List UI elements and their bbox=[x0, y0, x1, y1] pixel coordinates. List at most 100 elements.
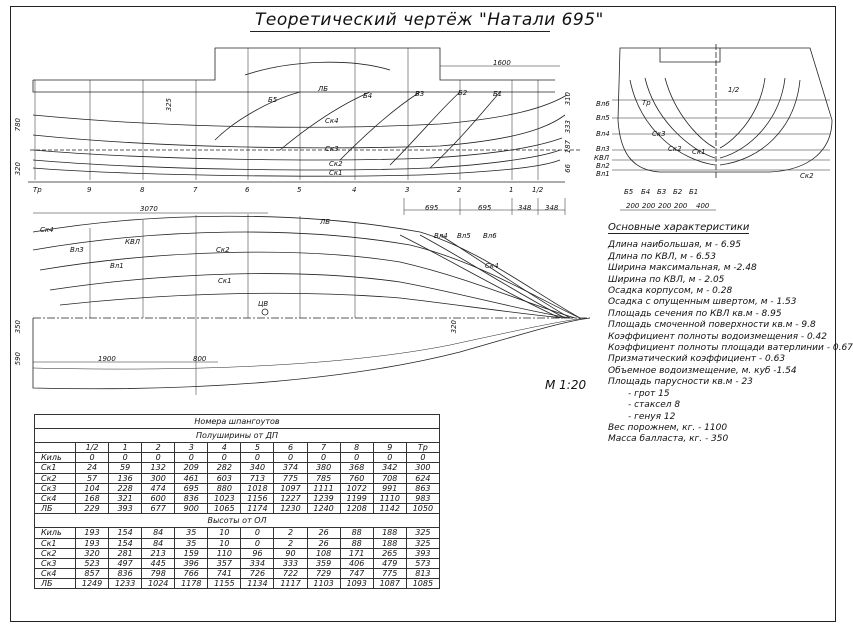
value-cell: 88 bbox=[339, 537, 374, 549]
value-cell: 0 bbox=[240, 527, 275, 539]
dim-780-label: 780 bbox=[14, 118, 22, 132]
dim-800-label: 800 bbox=[193, 355, 207, 363]
profile-chine-2 bbox=[32, 137, 563, 161]
plan-bottom-inner bbox=[32, 317, 586, 370]
profile-buttock-2 bbox=[389, 91, 461, 166]
plan-stations bbox=[89, 214, 356, 395]
value-cell: 1023 bbox=[207, 492, 242, 505]
value-cell: 193 bbox=[74, 527, 110, 539]
value-cell: 624 bbox=[405, 472, 441, 484]
value-cell: 188 bbox=[372, 537, 407, 549]
line-label: Ск3 bbox=[325, 145, 339, 153]
value-cell: 1072 bbox=[339, 482, 374, 494]
value-cell: 104 bbox=[74, 482, 110, 494]
profile-view bbox=[28, 47, 580, 215]
row-label: Ск2 bbox=[34, 547, 76, 559]
value-cell: 479 bbox=[372, 557, 407, 570]
column-header: 7 bbox=[306, 441, 341, 454]
body-frame-6 bbox=[719, 77, 766, 149]
value-cell: 300 bbox=[141, 472, 176, 484]
value-cell: 188 bbox=[372, 527, 407, 539]
body-frame-5 bbox=[719, 77, 786, 159]
spec-item: Вес порожнем, кг. - 1100 bbox=[608, 422, 728, 433]
value-cell: 57 bbox=[74, 472, 110, 484]
value-cell: 35 bbox=[174, 537, 209, 549]
specs-heading: Основные характеристики bbox=[608, 222, 750, 235]
value-cell: 88 bbox=[339, 527, 374, 539]
value-cell: 1065 bbox=[207, 503, 242, 515]
line-label: Б2 bbox=[458, 89, 468, 97]
body-line-label: Тр bbox=[642, 99, 651, 107]
value-cell: 497 bbox=[108, 557, 143, 570]
dim-320-label: 320 bbox=[14, 162, 22, 176]
line-label: Ск1 bbox=[329, 169, 343, 177]
value-cell: 96 bbox=[240, 547, 275, 559]
station-label: 1 bbox=[509, 186, 514, 194]
row-label: Ск1 bbox=[34, 462, 76, 474]
value-cell: 0 bbox=[273, 452, 308, 464]
value-cell: 0 bbox=[74, 452, 110, 464]
station-label: 5 bbox=[297, 186, 302, 194]
value-cell: 374 bbox=[273, 462, 308, 474]
row-label: Ск3 bbox=[34, 482, 76, 494]
value-cell: 1050 bbox=[405, 503, 441, 515]
value-cell: 340 bbox=[240, 462, 275, 474]
row-header bbox=[34, 441, 76, 454]
profile-buttock-5 bbox=[214, 91, 301, 141]
plan-line-label: Вл6 bbox=[483, 232, 497, 240]
table-header: Номера шпангоутов bbox=[34, 414, 440, 429]
station-label: 1/2 bbox=[532, 186, 544, 194]
value-cell: 600 bbox=[141, 492, 176, 505]
value-cell: 380 bbox=[306, 462, 341, 474]
value-cell: 0 bbox=[372, 452, 407, 464]
value-cell: 213 bbox=[141, 547, 176, 559]
row-label: ЛБ bbox=[34, 503, 76, 515]
station-spacing-label: 348 bbox=[518, 204, 532, 212]
value-cell: 1155 bbox=[207, 578, 242, 590]
value-cell: 10 bbox=[207, 527, 242, 539]
value-cell: 154 bbox=[108, 527, 143, 539]
dim-3070-label: 3070 bbox=[140, 205, 158, 213]
table-row: Высоты от ОЛ bbox=[34, 513, 440, 529]
value-cell: 0 bbox=[108, 452, 143, 464]
column-header: 9 bbox=[372, 441, 407, 454]
dim-1600-label: 1600 bbox=[493, 59, 511, 67]
line-label: Б4 bbox=[363, 92, 373, 100]
value-cell: 713 bbox=[240, 472, 275, 484]
value-cell: 1239 bbox=[306, 492, 341, 505]
value-cell: 281 bbox=[108, 547, 143, 559]
spec-item: Осадка корпусом, м - 0.28 bbox=[608, 286, 733, 297]
value-cell: 1208 bbox=[339, 503, 374, 515]
station-label: 3 bbox=[405, 186, 410, 194]
title-underline bbox=[250, 31, 550, 32]
plan-view bbox=[32, 212, 591, 395]
body-wl-label: Вл5 bbox=[596, 114, 610, 122]
value-cell: 228 bbox=[108, 482, 143, 494]
value-cell: 1199 bbox=[339, 492, 374, 505]
profile-keel bbox=[32, 159, 561, 177]
value-cell: 108 bbox=[306, 547, 341, 559]
plan-waterline-1 bbox=[32, 231, 581, 319]
value-cell: 1134 bbox=[240, 578, 275, 590]
value-cell: 342 bbox=[372, 462, 407, 474]
column-header: 1 bbox=[108, 441, 143, 454]
row-label: Ск4 bbox=[34, 492, 76, 505]
body-wl-label: Вл2 bbox=[596, 162, 610, 170]
station-label: 8 bbox=[140, 186, 145, 194]
value-cell: 775 bbox=[273, 472, 308, 484]
value-cell: 171 bbox=[339, 547, 374, 559]
value-cell: 209 bbox=[174, 462, 209, 474]
column-header: 1/2 bbox=[74, 441, 110, 454]
value-cell: 300 bbox=[405, 462, 441, 474]
value-cell: 0 bbox=[207, 452, 242, 464]
body-line-label: Ск2 bbox=[668, 145, 682, 153]
body-buttock-label: Б3 bbox=[657, 188, 667, 196]
body-width-label: 200 bbox=[642, 202, 656, 210]
spec-item: Площадь парусности кв.м - 23 bbox=[608, 377, 753, 388]
body-line-label: 1/2 bbox=[728, 86, 740, 94]
value-cell: 741 bbox=[207, 568, 242, 580]
value-cell: 722 bbox=[273, 568, 308, 580]
